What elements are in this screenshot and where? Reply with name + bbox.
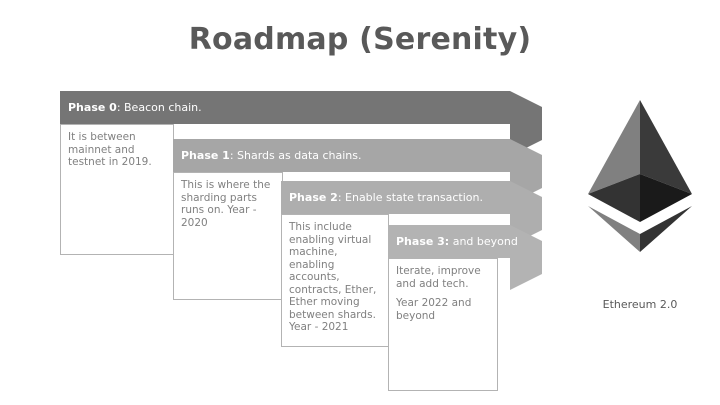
phase-summary-0: Beacon chain.: [124, 101, 202, 114]
phase-name-0: Phase 0: [68, 101, 117, 114]
page-title: Roadmap (Serenity): [188, 22, 532, 57]
phase-separator-0: :: [116, 101, 125, 114]
phase-arrow-label-1: Phase 1: Shards as data chains.: [173, 149, 362, 162]
phase-arrow-2[interactable]: Phase 2: Enable state transaction.: [281, 181, 542, 246]
phase-name-2: Phase 2: [289, 191, 338, 204]
phase-arrow-3[interactable]: Phase 3: and beyond: [388, 225, 542, 290]
phase-detail-2-0: This include enabling virtual machine, e…: [289, 221, 377, 333]
phase-summary-1: Shards as data chains.: [237, 149, 362, 162]
phase-arrow-label-0: Phase 0: Beacon chain.: [60, 101, 202, 114]
phase-summary-2: Enable state transaction.: [345, 191, 483, 204]
eth-facet-mid-left: [588, 174, 640, 222]
phase-arrow-body-0: [60, 91, 510, 124]
phase-description-box-1: This is where the sharding parts runs on…: [173, 172, 283, 300]
phase-detail-1-0: This is where the sharding parts runs on…: [181, 179, 271, 229]
phase-arrow-label-3: Phase 3: and beyond: [388, 235, 518, 248]
eth-facet-upper-left: [588, 100, 640, 194]
phase-detail-3-0: Iterate, improve and add tech.: [396, 265, 481, 290]
ethereum-logo: [578, 96, 702, 256]
phase-separator-2: :: [337, 191, 346, 204]
phase-arrow-label-2: Phase 2: Enable state transaction.: [281, 191, 483, 204]
phase-description-box-2: This include enabling virtual machine, e…: [281, 214, 389, 347]
eth-facet-lower-right: [640, 206, 692, 252]
arrow-head-icon-3: [510, 225, 542, 290]
phase-arrow-0[interactable]: Phase 0: Beacon chain.: [60, 91, 542, 156]
phase-description-box-3: Iterate, improve and add tech. Year 2022…: [388, 258, 498, 391]
phase-arrow-body-2: [281, 181, 510, 214]
phase-summary-3: and beyond: [452, 235, 518, 248]
phase-description-box-0: It is between mainnet and testnet in 201…: [60, 124, 174, 255]
phase-detail-0-0: It is between mainnet and testnet in 201…: [68, 131, 152, 168]
ethereum-logo-caption: Ethereum 2.0: [602, 298, 678, 311]
eth-facet-lower-left: [588, 206, 640, 252]
ethereum-logo-icon: [588, 100, 692, 252]
phase-arrow-body-1: [173, 139, 510, 172]
phase-name-1: Phase 1: [181, 149, 230, 162]
eth-facet-mid-right: [640, 174, 692, 222]
phase-arrow-1[interactable]: Phase 1: Shards as data chains.: [173, 139, 542, 204]
phase-separator-1: :: [229, 149, 238, 162]
phase-arrow-body-3: [388, 225, 510, 258]
eth-facet-upper-right: [640, 100, 692, 194]
phase-detail-3-1: Year 2022 and beyond: [396, 297, 472, 322]
phase-name-3: Phase 3:: [396, 235, 450, 248]
